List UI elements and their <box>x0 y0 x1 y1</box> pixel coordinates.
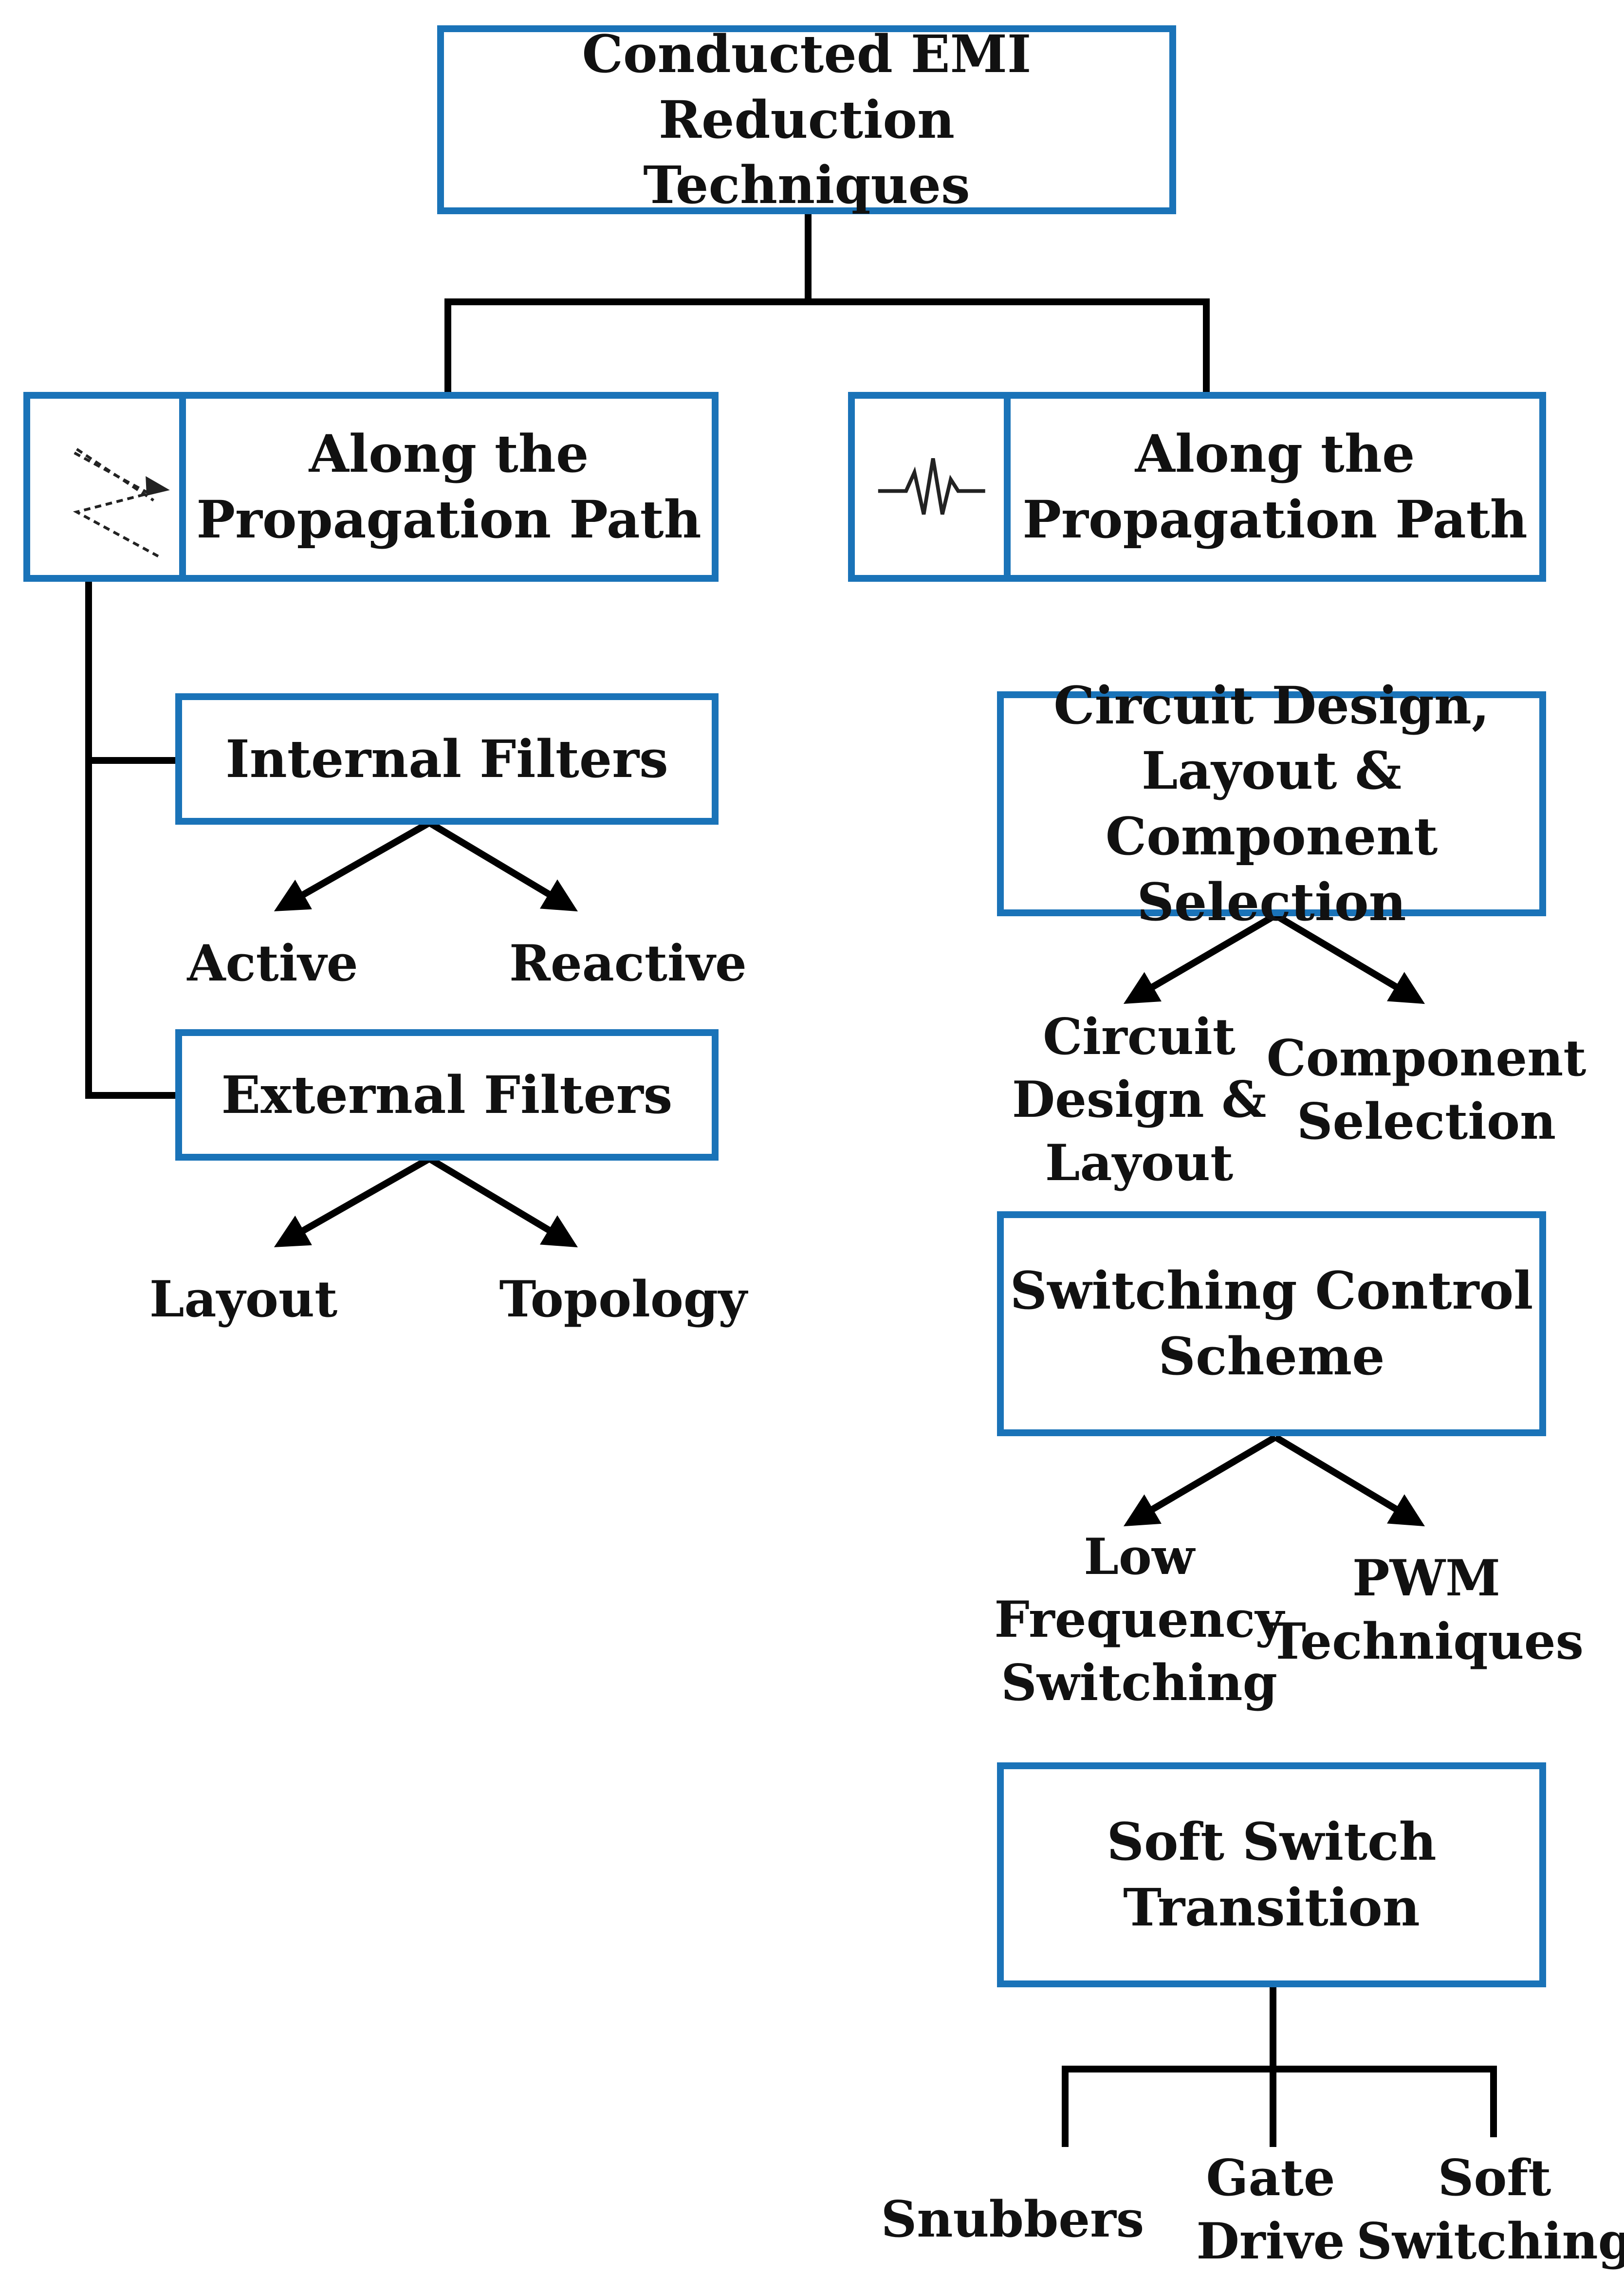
root-label: Conducted EMI Reduction Techniques <box>582 23 1032 216</box>
left-branch-title: Along the Propagation Path <box>186 399 712 575</box>
leaf-reactive: Reactive <box>509 934 747 993</box>
soft-switch-split <box>1062 2066 1497 2147</box>
switching-control-box: Switching Control Scheme <box>997 1211 1546 1436</box>
arrow-to-low-frequency <box>1123 1434 1277 1527</box>
external-filters-label: External Filters <box>221 1064 673 1125</box>
left-branch-box: Along the Propagation Path <box>23 392 719 582</box>
leaf-gate-drive: Gate Drive <box>1196 2149 1345 2271</box>
arrow-to-reactive <box>427 819 578 912</box>
leaf-active: Active <box>187 934 358 993</box>
right-branch-title: Along the Propagation Path <box>1011 399 1539 575</box>
soft-switch-box: Soft Switch Transition <box>997 1762 1546 1987</box>
switching-control-label: Switching Control Scheme <box>1010 1260 1533 1387</box>
arrow-to-pwm <box>1273 1434 1425 1527</box>
dashed-zigzag-arrow-icon <box>30 399 186 575</box>
leaf-low-frequency-switching: Low Frequency Switching <box>994 1527 1284 1712</box>
arrow-to-circuit-design-layout <box>1123 912 1277 1004</box>
noise-waveform-icon <box>855 399 1011 575</box>
arrow-to-layout <box>274 1155 431 1247</box>
leaf-component-selection: Component Selection <box>1266 1029 1587 1151</box>
soft-switch-label: Soft Switch Transition <box>1107 1811 1437 1938</box>
leaf-circuit-design-layout: Circuit Design & Layout <box>1012 1007 1267 1192</box>
leaf-topology: Topology <box>499 1270 747 1329</box>
external-filters-box: External Filters <box>175 1029 719 1161</box>
right-branch-box: Along the Propagation Path <box>848 392 1546 582</box>
leaf-snubbers: Snubbers <box>881 2190 1144 2249</box>
root-split-connector <box>444 298 1210 393</box>
internal-filters-label: Internal Filters <box>225 728 668 789</box>
arrow-to-topology <box>427 1155 578 1248</box>
left-branch-label: Along the Propagation Path <box>196 423 701 550</box>
right-branch-label: Along the Propagation Path <box>1022 423 1528 550</box>
internal-filters-box: Internal Filters <box>175 693 719 825</box>
arrow-to-active <box>274 819 431 911</box>
arrow-to-component-selection <box>1273 912 1425 1004</box>
circuit-design-box: Circuit Design, Layout & Component Selec… <box>997 675 1546 932</box>
leaf-soft-switching: Soft Switching <box>1356 2149 1624 2271</box>
leaf-pwm-techniques: PWM Techniques <box>1269 1549 1584 1671</box>
circuit-design-label: Circuit Design, Layout & Component Selec… <box>1053 674 1490 932</box>
root-box: Conducted EMI Reduction Techniques <box>437 23 1176 215</box>
leaf-layout: Layout <box>149 1270 338 1329</box>
